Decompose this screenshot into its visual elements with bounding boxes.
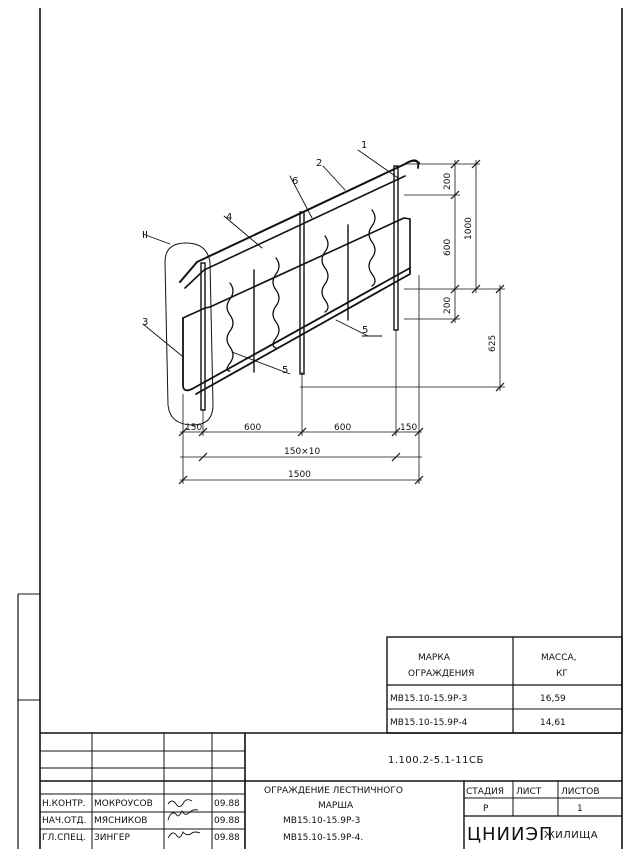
dim-625: 625 [488,335,498,352]
callout-4: 4 [226,212,232,223]
dim-pitch: 150×10 [284,447,320,457]
dim-600-right: 600 [334,423,351,433]
name-2: МЯСНИКОВ [94,816,147,826]
dim-200-top: 200 [443,173,453,190]
sheets-label: ЛИСТОВ [561,787,600,797]
title-line-1: ОГРАЖДЕНИЕ ЛЕСТНИЧНОГО [264,786,403,796]
drawing-code: 1.100.2-5.1-11СБ [388,755,484,766]
post-middle [299,211,305,375]
dim-600-mid: 600 [443,239,453,256]
signature-2 [167,809,199,821]
row1-mass: 16,59 [540,694,566,704]
dim-200-bottom: 200 [443,297,453,314]
title-block [40,732,622,849]
date-2: 09.88 [214,816,240,826]
role-3: ГЛ.СПЕЦ. [42,833,86,843]
callout-5a: 5 [362,325,368,336]
header-mass-1: МАССА, [541,653,577,663]
callout-5b: 5 [282,365,288,376]
org-name: ЦНИИЭП [467,824,554,845]
signature-1 [167,799,193,807]
name-1: МОКРОУСОВ [94,799,153,809]
dimension-lines [178,159,505,485]
stage-value: Р [483,804,489,814]
title-line-4: МВ15.10-15.9Р-4. [283,833,363,843]
dim-total: 1500 [288,470,311,480]
callout-II: II [142,230,148,241]
header-mark-1: МАРКА [418,653,451,663]
detail-ellipse [164,242,214,426]
role-1: Н.КОНТР. [42,799,86,809]
callout-2: 2 [316,158,322,169]
header-mark-2: ОГРАЖДЕНИЯ [408,669,474,679]
name-3: ЗИНГЕР [94,833,130,843]
title-line-2: МАРША [318,801,354,811]
date-3: 09.88 [214,833,240,843]
spec-table-text: МАРКА ОГРАЖДЕНИЯ МАССА, КГ МВ15.10-15.9Р… [390,653,577,728]
dimension-texts: 150 600 600 150 150×10 1500 200 600 200 … [185,173,498,480]
callout-3: 3 [142,317,148,328]
role-2: НАЧ.ОТД. [42,816,86,826]
sheets-value: 1 [577,804,583,814]
dim-150-right: 150 [400,423,417,433]
sheet-frame [17,8,623,849]
post-left [200,262,206,411]
date-1: 09.88 [214,799,240,809]
post-right [393,165,399,331]
header-mass-2: КГ [556,669,568,679]
sheet-label: ЛИСТ [516,787,542,797]
row2-mark: МВ15.10-15.9Р-4 [390,718,468,728]
row2-mass: 14,61 [540,718,566,728]
callout-1: 1 [361,140,367,151]
signature-3 [167,831,201,839]
callout-6: 6 [292,176,298,187]
row1-mark: МВ15.10-15.9Р-3 [390,694,467,704]
org-name-2: ЖИЛИЩА [544,830,598,841]
spec-table [386,636,623,734]
dim-600-left: 600 [244,423,261,433]
dim-1000: 1000 [464,217,474,240]
bottom-rail [182,266,411,395]
dim-150-left: 150 [185,423,202,433]
railing-drawing [142,149,420,426]
title-block-text: 1.100.2-5.1-11СБ ОГРАЖДЕНИЕ ЛЕСТНИЧНОГО … [42,755,600,845]
callout-labels: 1 2 6 4 II 3 5 5 [142,140,368,376]
title-line-3: МВ15.10-15.9Р-3 [283,816,360,826]
stage-label: СТАДИЯ [466,787,504,797]
